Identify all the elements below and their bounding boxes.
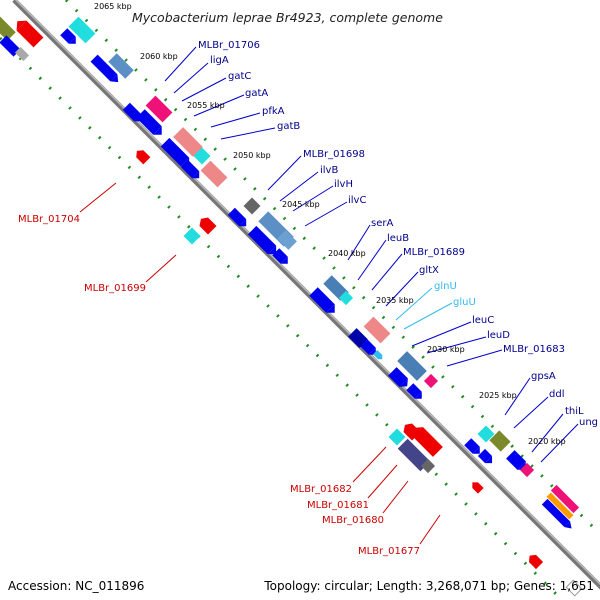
forward-tick-track — [64, 0, 600, 536]
genome-title: Mycobacterium leprae Br4923, complete ge… — [132, 10, 443, 25]
accession-text: Accession: NC_011896 — [8, 579, 145, 593]
kbp-labels: 2065 kbp 2060 kbp 2055 kbp 2050 kbp 2045… — [94, 2, 566, 446]
gene-label-forward: MLBr_01706 — [198, 40, 260, 51]
gene-label-forward: leuD — [487, 330, 510, 341]
reverse-genes — [0, 15, 583, 597]
kbp-label: 2060 kbp — [140, 52, 178, 61]
rna-leader-lines — [395, 287, 453, 330]
kbp-label: 2020 kbp — [528, 437, 566, 446]
gene-label-forward: gatB — [277, 121, 300, 132]
gene-label-forward: thiL — [565, 406, 584, 417]
gene-label-forward: leuB — [387, 233, 409, 244]
gene-label-reverse: MLBr_01681 — [307, 500, 369, 511]
kbp-label: 2035 kbp — [376, 296, 414, 305]
reverse-gene-labels: MLBr_01704 MLBr_01699 MLBr_01682 MLBr_01… — [18, 214, 420, 557]
reverse-leader-lines — [79, 182, 441, 545]
gene-label-forward: ilvC — [348, 195, 366, 206]
kbp-label: 2050 kbp — [233, 151, 271, 160]
kbp-label: 2055 kbp — [187, 101, 225, 110]
kbp-label: 2045 kbp — [282, 200, 320, 209]
gene-label-reverse: MLBr_01682 — [290, 484, 352, 495]
gene-label-forward: ligA — [210, 55, 229, 66]
genome-stats-text: Topology: circular; Length: 3,268,071 bp… — [264, 579, 594, 593]
gene-label-forward: ilvB — [320, 165, 338, 176]
gene-label-forward: gpsA — [531, 371, 556, 382]
gene-label-rna: glnU — [434, 281, 457, 292]
forward-gene-labels: MLBr_01706 ligA gatC gatA pfkA gatB MLBr… — [198, 40, 598, 428]
gene-label-reverse: MLBr_01680 — [322, 515, 384, 526]
forward-genes — [60, 16, 580, 529]
gene-label-rna: gluU — [453, 297, 476, 308]
gene-label-forward: gatC — [228, 71, 251, 82]
gene-label-forward: gltX — [419, 265, 439, 276]
gene-label-forward: leuC — [472, 315, 494, 326]
gene-label-forward: MLBr_01698 — [303, 149, 365, 160]
gene-label-reverse: MLBr_01699 — [84, 283, 146, 294]
kbp-label: 2040 kbp — [328, 249, 366, 258]
gene-label-forward: gatA — [245, 88, 268, 99]
gene-label-forward: pfkA — [262, 106, 285, 117]
gene-label-forward: ddl — [549, 389, 564, 400]
kbp-label: 2065 kbp — [94, 2, 132, 11]
rna-gene-labels: glnU gluU — [434, 281, 476, 308]
gene-label-reverse: MLBr_01704 — [18, 214, 80, 225]
gene-label-forward: MLBr_01689 — [403, 247, 465, 258]
gene-label-forward: ung — [579, 417, 598, 428]
kbp-label: 2030 kbp — [427, 345, 465, 354]
gene-label-forward: MLBr_01683 — [503, 344, 565, 355]
kbp-label: 2025 kbp — [479, 391, 517, 400]
forward-leader-lines — [164, 46, 579, 463]
gene-label-reverse: MLBr_01677 — [358, 546, 420, 557]
gene-label-forward: ilvH — [334, 179, 353, 190]
gene-label-forward: serA — [371, 218, 393, 229]
